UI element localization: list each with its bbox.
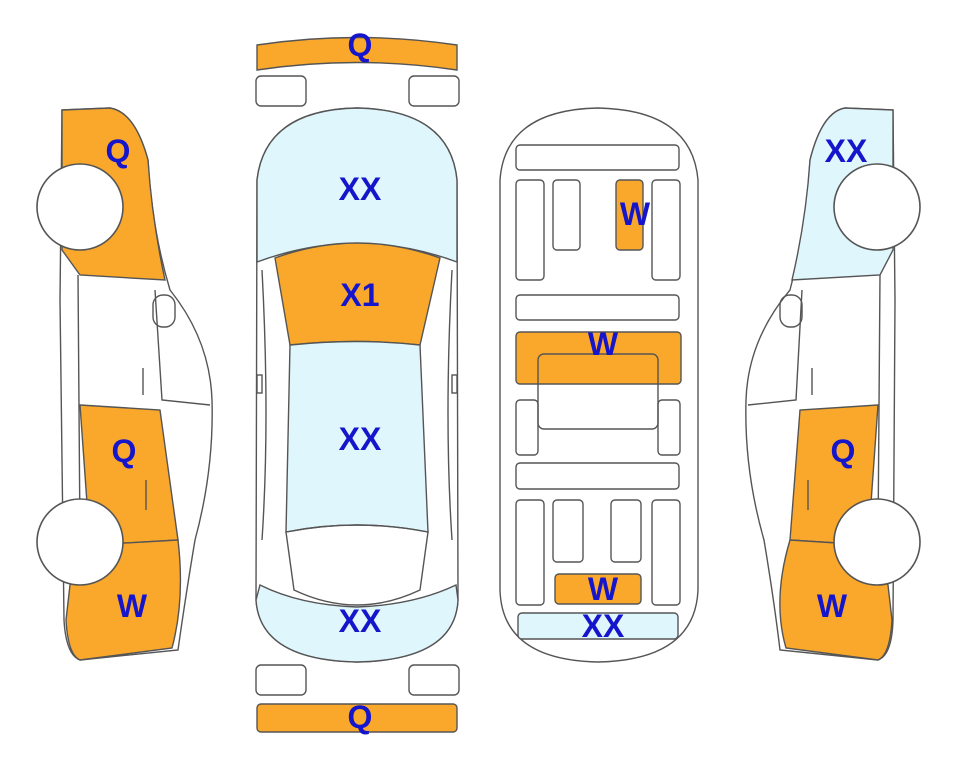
underbody-rear-rail-right bbox=[651, 499, 681, 606]
underbody-front-rail-label: W bbox=[620, 196, 651, 232]
underbody-outline bbox=[499, 107, 699, 663]
underbody-center-pan bbox=[537, 353, 659, 430]
rear-bumper[interactable] bbox=[256, 703, 458, 733]
underbody-side-left bbox=[515, 399, 539, 456]
underbody-front-inner-left bbox=[552, 179, 581, 251]
underbody-rear-panel-label: XX bbox=[582, 608, 625, 644]
underbody-side-right bbox=[657, 399, 681, 456]
left-rear-door-label: Q bbox=[112, 433, 137, 469]
left-side-window-line bbox=[154, 289, 211, 406]
underbody-rear-crossmember-top bbox=[515, 462, 680, 490]
underbody-front-outer-right bbox=[651, 179, 681, 281]
left-pillar-line bbox=[261, 269, 267, 541]
trunk-label: XX bbox=[339, 603, 382, 639]
right-side-door-line bbox=[877, 274, 881, 541]
right-pillar-line bbox=[447, 269, 453, 541]
left-mirror bbox=[152, 294, 176, 328]
right-rear-quarter-label: W bbox=[817, 588, 848, 624]
right-rear-wheel bbox=[833, 498, 921, 586]
underbody-rear-crossmember-label: W bbox=[588, 571, 619, 607]
right-side-view: XX Q W bbox=[745, 107, 921, 661]
underbody-rear-panel[interactable] bbox=[517, 612, 679, 640]
left-rear-wheel bbox=[36, 498, 124, 586]
right-rear-door-label: Q bbox=[831, 433, 856, 469]
top-view: Q XX X1 XX XX Q bbox=[255, 27, 460, 735]
front-right-light bbox=[408, 75, 460, 107]
left-mirror-top bbox=[256, 374, 263, 394]
front-left-light bbox=[255, 75, 307, 107]
underbody-rear-rail-left bbox=[515, 499, 545, 606]
left-side-view: Q Q W bbox=[36, 107, 213, 661]
underbody-front-crossmember bbox=[515, 144, 680, 171]
underbody-center-crossmember[interactable] bbox=[515, 331, 682, 385]
underbody-rear-inner-left bbox=[552, 499, 584, 563]
left-rear-quarter-label: W bbox=[117, 588, 148, 624]
roof-label: XX bbox=[339, 421, 382, 457]
windshield-label: X1 bbox=[340, 277, 379, 313]
left-front-wheel bbox=[36, 163, 124, 251]
front-bumper[interactable] bbox=[256, 36, 458, 71]
underbody-front-rail-right[interactable] bbox=[615, 179, 644, 251]
right-front-fender-label: XX bbox=[825, 133, 868, 169]
trunk[interactable] bbox=[255, 583, 459, 663]
underbody-mid-crossmember bbox=[515, 294, 680, 321]
underbody-view: W W W XX bbox=[499, 107, 699, 663]
left-front-fender-label: Q bbox=[106, 133, 131, 169]
rear-bumper-label: Q bbox=[348, 699, 373, 735]
underbody-center-label: W bbox=[588, 326, 619, 362]
rear-left-light bbox=[255, 664, 307, 696]
front-bumper-label: Q bbox=[348, 27, 373, 63]
right-front-wheel bbox=[833, 163, 921, 251]
rear-window bbox=[285, 524, 429, 606]
underbody-rear-inner-right bbox=[610, 499, 642, 563]
underbody-front-rail-left bbox=[515, 179, 545, 281]
underbody-rear-crossmember[interactable] bbox=[554, 573, 642, 605]
right-mirror-top bbox=[451, 374, 458, 394]
rear-right-light bbox=[408, 664, 460, 696]
right-mirror bbox=[779, 294, 803, 328]
left-side-door-line bbox=[77, 274, 81, 541]
hood-label: XX bbox=[339, 171, 382, 207]
right-side-window-line bbox=[747, 289, 803, 406]
